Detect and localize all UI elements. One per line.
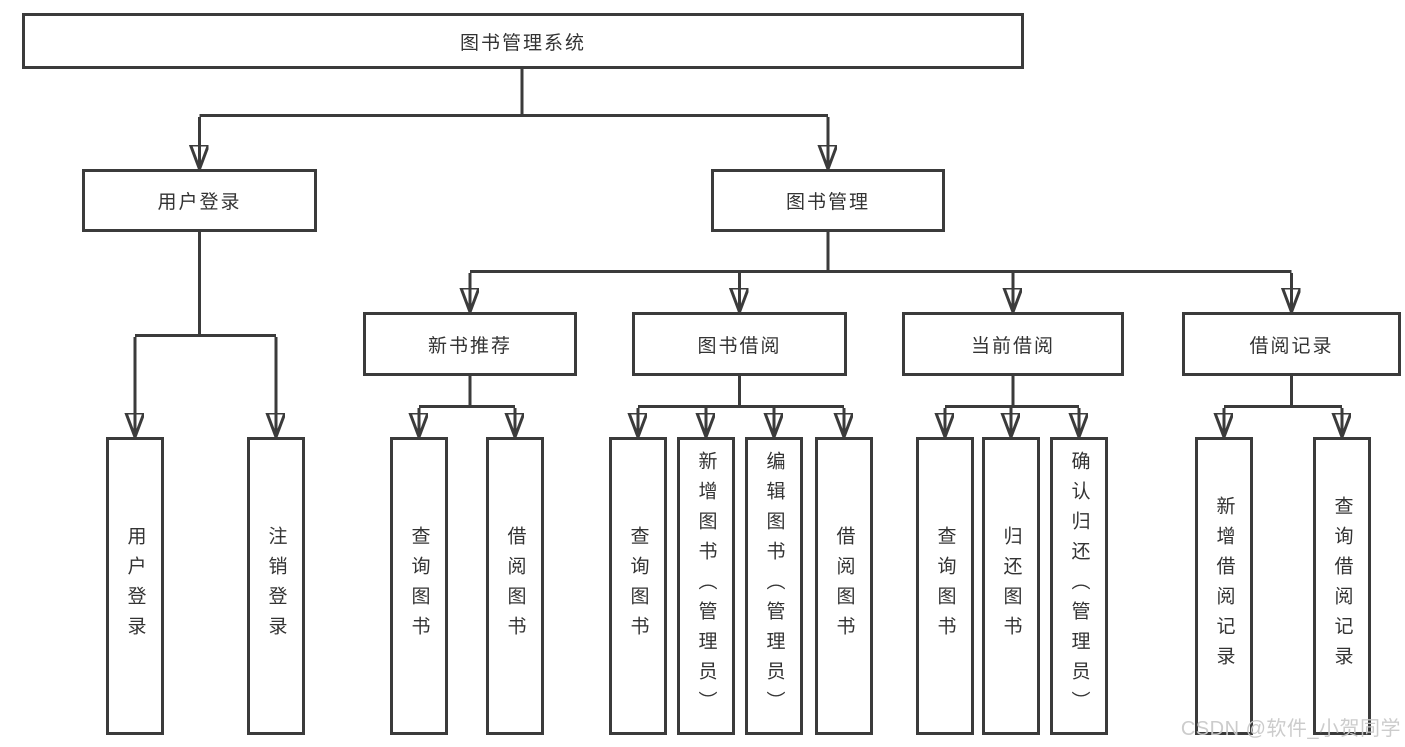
leaf-user-login: 用户登录 xyxy=(106,437,164,735)
connector-book-mgmt-to-level3 xyxy=(470,232,1292,312)
node-user-login-label: 用户登录 xyxy=(157,192,242,213)
leaf-query-books-3: 查询图书 xyxy=(916,437,974,735)
leaf-query-borrow-record: 查询借阅记录 xyxy=(1313,437,1371,735)
node-borrow-records-label: 借阅记录 xyxy=(1249,335,1334,357)
connector-new-book-rec-to-leaves xyxy=(419,376,515,437)
leaf-confirm-return-admin-label: 确认归还（管理员） xyxy=(1068,451,1090,721)
connector-root-to-level2 xyxy=(200,69,829,169)
leaf-borrow-books-1: 借阅图书 xyxy=(486,437,544,735)
node-borrow-records: 借阅记录 xyxy=(1182,312,1401,376)
leaf-query-books-1: 查询图书 xyxy=(390,437,448,735)
leaf-add-borrow-record-label: 新增借阅记录 xyxy=(1213,496,1235,676)
leaf-query-books-2-label: 查询图书 xyxy=(627,526,649,646)
node-book-mgmt: 图书管理 xyxy=(711,169,945,232)
leaf-query-books-2: 查询图书 xyxy=(609,437,667,735)
node-user-login: 用户登录 xyxy=(82,169,317,232)
leaf-add-book-admin: 新增图书（管理员） xyxy=(677,437,735,735)
node-new-book-rec-label: 新书推荐 xyxy=(427,335,512,357)
leaf-return-books: 归还图书 xyxy=(982,437,1040,735)
leaf-add-borrow-record: 新增借阅记录 xyxy=(1195,437,1253,735)
leaf-query-books-3-label: 查询图书 xyxy=(934,526,956,646)
leaf-logout: 注销登录 xyxy=(247,437,305,735)
connector-user-login-to-leaves xyxy=(135,232,276,437)
node-book-mgmt-label: 图书管理 xyxy=(785,192,870,213)
leaf-borrow-books-2-label: 借阅图书 xyxy=(833,526,855,646)
connector-current-borrow-to-leaves xyxy=(945,376,1079,437)
leaf-user-login-label: 用户登录 xyxy=(124,526,146,646)
leaf-query-books-1-label: 查询图书 xyxy=(408,526,430,646)
leaf-return-books-label: 归还图书 xyxy=(1000,526,1022,646)
connector-book-borrow-to-leaves xyxy=(638,376,844,437)
node-book-borrow: 图书借阅 xyxy=(632,312,847,376)
leaf-query-borrow-record-label: 查询借阅记录 xyxy=(1331,496,1353,676)
node-current-borrow-label: 当前借阅 xyxy=(970,335,1055,357)
leaf-borrow-books-1-label: 借阅图书 xyxy=(504,526,526,646)
leaf-edit-book-admin-label: 编辑图书（管理员） xyxy=(763,451,785,721)
leaf-add-book-admin-label: 新增图书（管理员） xyxy=(695,451,717,721)
leaf-confirm-return-admin: 确认归还（管理员） xyxy=(1050,437,1108,735)
node-current-borrow: 当前借阅 xyxy=(902,312,1124,376)
node-root-system: 图书管理系统 xyxy=(22,13,1024,69)
node-new-book-rec: 新书推荐 xyxy=(363,312,577,376)
leaf-borrow-books-2: 借阅图书 xyxy=(815,437,873,735)
node-book-borrow-label: 图书借阅 xyxy=(697,335,782,357)
leaf-edit-book-admin: 编辑图书（管理员） xyxy=(745,437,803,735)
connector-borrow-records-to-leaves xyxy=(1224,376,1342,437)
watermark: CSDN @软件_小贺同学 xyxy=(1180,718,1401,740)
leaf-logout-label: 注销登录 xyxy=(265,526,287,646)
node-root-system-label: 图书管理系统 xyxy=(459,32,586,54)
